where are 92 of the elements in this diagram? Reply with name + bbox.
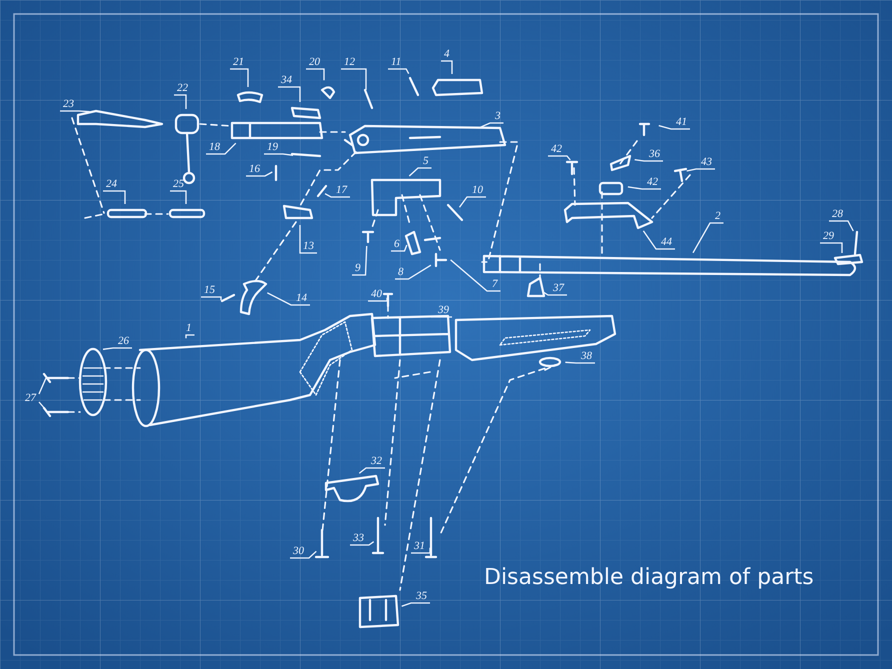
leader-line [324, 193, 350, 198]
callout-number: 29 [822, 230, 835, 242]
callout-number: 43 [700, 156, 713, 168]
leader-line [102, 347, 132, 350]
leader-line [352, 246, 368, 276]
leader-line [692, 222, 724, 254]
diagram-caption: Disassemble diagram of parts [484, 565, 814, 590]
leader-line [290, 550, 317, 559]
callout-number: 36 [648, 148, 661, 160]
callout-number: 41 [675, 116, 688, 128]
callout-number: 7 [491, 278, 498, 290]
callout-number: 25 [172, 178, 185, 190]
leader-line [201, 296, 222, 300]
callout-number: 12 [343, 56, 356, 68]
callout-number: 38 [580, 350, 593, 362]
leader-line [185, 334, 194, 338]
leader-line [395, 264, 432, 280]
leader-line [401, 602, 430, 607]
leader-line [264, 153, 294, 156]
callout-number: 8 [397, 266, 404, 278]
leader-line [458, 196, 486, 208]
callout-number: 16 [248, 163, 261, 175]
leader-line [686, 168, 715, 172]
callout-number: 33 [352, 532, 365, 544]
callout-number: 14 [295, 292, 308, 304]
leader-line [829, 220, 854, 232]
leader-line [278, 86, 301, 102]
leader-line [565, 362, 595, 364]
leader-line [450, 259, 500, 292]
callout-number: 19 [266, 141, 279, 153]
leader-line [230, 68, 249, 87]
callout-number: 42 [550, 143, 563, 155]
callout-number: 31 [413, 540, 426, 552]
leader-line [206, 142, 236, 155]
leader-line [391, 244, 408, 252]
callout-number: 42 [646, 176, 659, 188]
leader-line [628, 186, 661, 190]
callout-number: 18 [208, 141, 221, 153]
callout-number: 26 [117, 335, 130, 347]
callout-number: 27 [24, 392, 37, 404]
callout-number: 21 [232, 56, 245, 68]
callout-number: 9 [354, 262, 362, 274]
callout-number: 1 [185, 322, 192, 334]
leader-line [634, 159, 663, 162]
callout-number: 30 [292, 545, 305, 557]
callout-number: 2 [714, 210, 722, 222]
callout-number: 40 [370, 288, 383, 300]
leader-line [542, 291, 567, 296]
leader-line [358, 467, 385, 474]
callout-number: 6 [393, 238, 400, 250]
callout-number: 10 [471, 184, 484, 196]
callout-number: 11 [390, 56, 402, 68]
leader-line [170, 190, 187, 204]
leader-line [350, 541, 374, 546]
callout-number: 13 [302, 240, 315, 252]
callout-number: 34 [280, 74, 293, 86]
leader-line [441, 60, 453, 74]
callout-number: 15 [203, 284, 216, 296]
callout-number: 28 [831, 208, 844, 220]
callout-number: 5 [422, 155, 430, 167]
callout-number: 37 [552, 282, 565, 294]
callout-number: 44 [660, 236, 673, 248]
leader-line [299, 225, 317, 254]
leader-line [174, 94, 187, 109]
leader-line [431, 316, 452, 318]
leader-line [368, 298, 388, 302]
callout-number: 39 [437, 304, 450, 316]
callout-number: 17 [335, 184, 348, 196]
leader-line [411, 548, 431, 554]
callout-number: 32 [370, 455, 383, 467]
leader-line [246, 171, 273, 177]
leader-line [38, 402, 46, 410]
leader-line [658, 124, 690, 130]
leader-line [267, 292, 310, 306]
leader-line [548, 155, 571, 160]
leader-line [408, 167, 432, 176]
callout-number: 22 [176, 82, 189, 94]
callout-number: 24 [105, 178, 118, 190]
leader-line [642, 230, 675, 250]
callout-number: 3 [494, 110, 502, 122]
leader-line [306, 68, 325, 80]
leader-line [820, 242, 843, 253]
callout-number: 4 [443, 48, 450, 60]
leader-line [341, 68, 367, 90]
leader-line [38, 378, 47, 394]
callout-number: 23 [62, 98, 75, 110]
callout-number: 35 [415, 590, 428, 602]
callout-number: 20 [308, 56, 321, 68]
leader-line [60, 110, 90, 112]
leader-line [103, 190, 126, 204]
leader-line [388, 68, 410, 74]
leader-line [479, 122, 504, 128]
